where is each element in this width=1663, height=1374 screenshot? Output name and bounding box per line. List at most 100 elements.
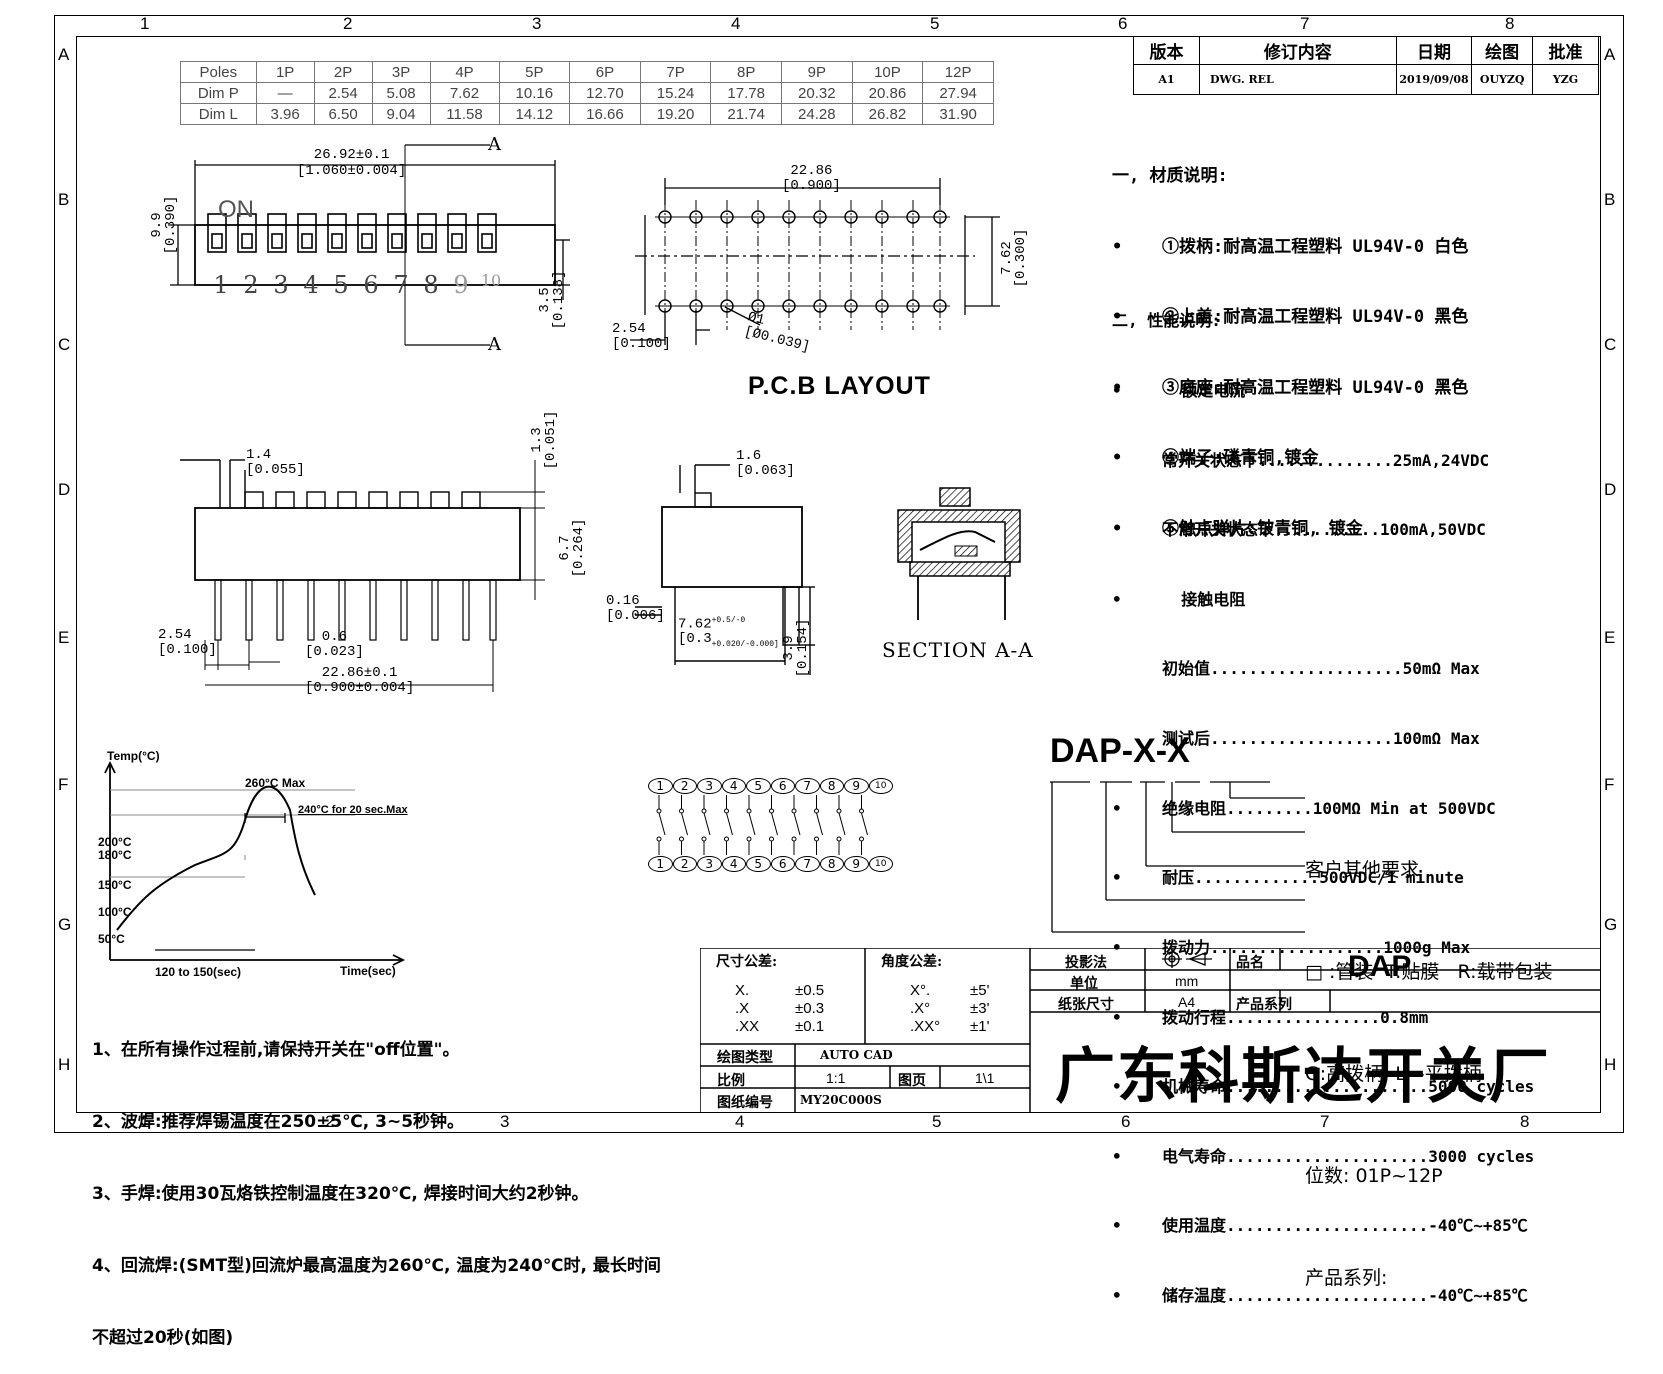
pcb-row-dim: 7.62 [0.300] (999, 228, 1029, 288)
dim-inch: [0.006] (606, 608, 665, 624)
switch-number-row: 1 2 3 4 5 6 7 8 9 10 (206, 271, 506, 299)
switch-number: 8 (423, 271, 439, 299)
circuit-number: 4 (721, 856, 746, 872)
scale-value: 1:1 (826, 1070, 846, 1086)
dim-value: 2.54 (612, 321, 646, 337)
title-block-grid (700, 948, 1600, 1112)
dim-inch: [0.390] (163, 195, 179, 255)
zone-row-B-right: B (1604, 190, 1616, 209)
drawing-type-value: AUTO CAD (820, 1048, 893, 1062)
legend-item: 客户其他要求 (1305, 859, 1420, 881)
circuit-switch-symbols (656, 795, 868, 855)
material-text: ⑤触点弹片:铍青铜, 镀金 (1162, 518, 1363, 539)
table-cell: 14.12 (498, 103, 571, 125)
dim-value: 2.54 (158, 627, 192, 643)
table-cell: 20.32 (781, 82, 853, 104)
switch-number: 6 (363, 271, 379, 299)
circuit-number: 3 (697, 856, 722, 872)
performance-text: 常开关状态下..............25mA,24VDC (1162, 450, 1490, 470)
circuit-number: 4 (721, 778, 746, 794)
material-text: ③底座:耐高温工程塑料 UL94V-0 黑色 (1162, 377, 1469, 398)
y-tick: 50°C (98, 932, 125, 946)
pcb-holes (658, 210, 947, 313)
circuit-number: 9 (844, 856, 869, 872)
revision-row: A1 DWG. REL 2019/09/08 OUYZQ YZG (1133, 64, 1599, 95)
angle-tolerance-table: X°.±5' .X°±3' .XX°±1' (910, 982, 989, 1036)
tolerance-row: X°.±5' (910, 982, 989, 1000)
performance-line: • 接触电阻 (1112, 589, 1246, 609)
table-cell: 3P (371, 61, 431, 83)
material-text: ②上盖:耐高温工程塑料 UL94V-0 黑色 (1162, 307, 1469, 327)
pcb-title: P.C.B LAYOUT (748, 372, 931, 400)
y-tick: 180°C (98, 848, 132, 862)
table-cell: 26.82 (851, 103, 924, 125)
note-line: 1、在所有操作过程前,请保持开关在"off位置"。 (92, 1040, 460, 1060)
dim-inch: [0.138] (551, 270, 567, 330)
zone-row-A: A (58, 45, 70, 64)
legend-item: 产品系列: (1305, 1267, 1388, 1289)
performance-text: 机械寿命.....................5000 cycles (1162, 1077, 1535, 1097)
materials-block: 一, 材质说明: •①拨柄:耐高温工程塑料 UL94V-0 白色 •②上盖:耐高… (1112, 118, 1468, 565)
dim-inch: [1.060±0.004] (297, 163, 407, 179)
dim-inch: [0.264] (571, 518, 587, 578)
part-number-legend: 客户其他要求 □ :管装 T:贴膜 R:载带包装 G:高拨柄, L—平拨柄 位数… (1305, 785, 1553, 1329)
zone-row-C-right: C (1604, 335, 1617, 354)
company-name: 广东科斯达开关厂 (1055, 1042, 1551, 1112)
table-cell: 12P (922, 61, 994, 83)
table-cell: DWG. REL (1198, 64, 1397, 95)
circuit-number: 8 (819, 778, 844, 794)
tolerance-key: .XX° (910, 1018, 941, 1035)
drawing-number-label: 图纸编号 (717, 1095, 773, 1111)
table-header: 绘图 (1471, 36, 1534, 65)
zone-row-F: F (58, 775, 69, 794)
zone-row-F-right: F (1604, 775, 1615, 794)
switch-number: 1 (213, 271, 229, 299)
table-cell: 4P (429, 61, 500, 83)
circuit-number: 9 (844, 778, 869, 794)
dim-tolerance: +0.5/-0 (711, 616, 746, 625)
table-cell: Dim P (180, 82, 257, 104)
dim-value: 7.62 (999, 241, 1015, 275)
note-line: 不超过20秒(如图) (92, 1328, 234, 1348)
zone-col-8: 8 (1505, 14, 1515, 33)
dim-inch: [0.154] (795, 618, 811, 678)
paper-size-value: A4 (1178, 994, 1196, 1010)
dim-value: 0.6 (321, 629, 348, 645)
reflow-peak-label: 260°C Max (245, 776, 306, 790)
performance-line: •绝缘电阻.........100MΩ Min at 500VDC (1112, 798, 1496, 818)
table-cell: 2P (313, 61, 373, 83)
legend-item: 位数: 01P~12P (1305, 1165, 1443, 1187)
table-cell: 6.50 (313, 103, 373, 125)
notes-block: 1、在所有操作过程前,请保持开关在"off位置"。 2、波焊:推荐焊锡温度在25… (92, 990, 661, 1374)
circuit-numbers-bottom: 1 2 3 4 5 6 7 8 9 10 (648, 856, 893, 872)
zone-col-7: 7 (1300, 14, 1310, 33)
circuit-number: 5 (746, 856, 771, 872)
table-cell: YZG (1532, 64, 1599, 95)
table-header: 批准 (1532, 36, 1599, 65)
material-item: •⑤触点弹片:铍青铜, 镀金 (1112, 518, 1363, 539)
pcb-pitch-dim: 2.54 [0.100] (612, 322, 671, 352)
projection-symbol (1162, 950, 1212, 968)
performance-text: 不常开关状态下...........100mA,50VDC (1162, 520, 1486, 540)
table-cell: 3.96 (255, 103, 315, 125)
zone-col-6-bottom: 6 (1121, 1112, 1131, 1131)
performance-line: 不常开关状态下...........100mA,50VDC (1112, 518, 1534, 541)
tolerance-row: .XX°±1' (910, 1018, 989, 1036)
dim-inch: [0.100] (158, 642, 217, 658)
zone-row-C: C (58, 335, 71, 354)
front-act-height-dim: 1.3 [0.051] (529, 410, 559, 470)
circuit-number: 1 (648, 856, 673, 872)
zone-col-4-bottom: 4 (735, 1112, 745, 1131)
performance-line: 测试后...................100mΩ Max (1112, 727, 1534, 750)
table-cell: 24.28 (781, 103, 853, 125)
dim-value: 3.9 (781, 635, 797, 661)
product-name-label: 品名 (1236, 955, 1264, 971)
dim-inch: [0.300] (1013, 228, 1029, 288)
table-cell: 5.08 (371, 82, 431, 104)
tolerance-value: ±3' (970, 1000, 990, 1017)
zone-col-7-bottom: 7 (1320, 1112, 1330, 1131)
dim-value: 26.92±0.1 (313, 147, 390, 163)
section-title: SECTION A-A (882, 638, 1034, 662)
side-pin-len-dim: 3.9 [0.154] (781, 618, 811, 678)
